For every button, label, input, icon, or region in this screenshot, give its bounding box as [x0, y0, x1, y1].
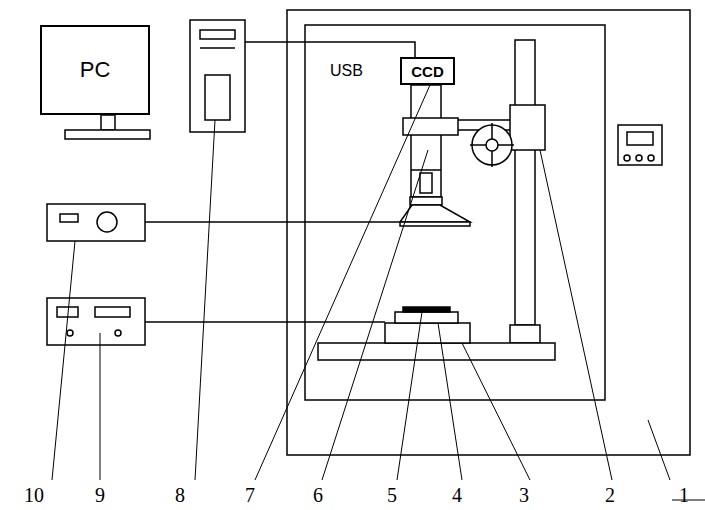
callout-number: 7	[245, 484, 255, 507]
node-label: PC	[80, 57, 111, 83]
callout-number: 3	[519, 484, 529, 507]
callout-number: 10	[24, 484, 44, 507]
callout-number: 6	[313, 484, 323, 507]
port-label: USB	[330, 62, 363, 80]
callout-number: 8	[175, 484, 185, 507]
callout-number: 5	[387, 484, 397, 507]
callout-number: 1	[679, 484, 689, 507]
monitor-screen: PC	[40, 25, 150, 115]
callout-number: 4	[452, 484, 462, 507]
ccd-camera: CCD	[400, 57, 455, 85]
callout-number: 9	[95, 484, 105, 507]
node-label: CCD	[411, 63, 444, 80]
callout-number: 2	[605, 484, 615, 507]
